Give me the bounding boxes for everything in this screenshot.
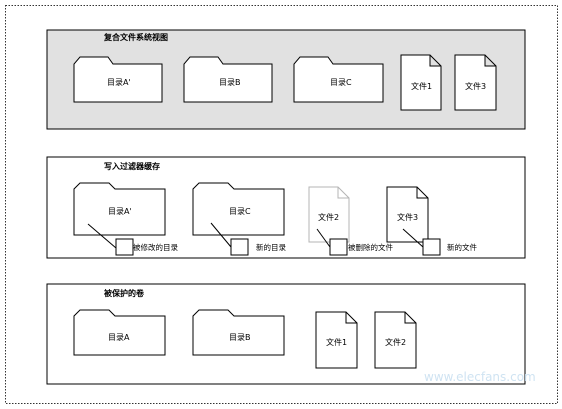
composite-panel-title: 复合文件系统视图 xyxy=(103,32,168,42)
folder-icon: 目录B xyxy=(183,56,273,103)
file-icon: 文件1 xyxy=(400,54,442,111)
watermark: www.elecfans.com xyxy=(424,370,536,384)
folder-label: 目录B xyxy=(219,78,241,87)
callout-modified-folder: 被修改的目录 xyxy=(87,223,178,256)
folder-icon: 目录C xyxy=(192,182,285,236)
folder-label: 目录A' xyxy=(107,78,131,87)
callout-label: 新的文件 xyxy=(447,242,477,252)
folder-icon: 目录A' xyxy=(73,56,163,103)
volume-panel-title: 被保护的卷 xyxy=(104,288,145,298)
callout-new-file: 新的文件 xyxy=(402,228,477,256)
file-icon: 文件3 xyxy=(454,54,497,111)
callout-label: 被删除的文件 xyxy=(348,242,393,252)
deleted-file-icon: 文件2 xyxy=(308,186,350,243)
file-label: 文件1 xyxy=(326,337,347,347)
file-label: 文件1 xyxy=(411,81,432,91)
cache-panel-title: 写入过滤器缓存 xyxy=(104,161,160,171)
file-icon: 文件1 xyxy=(315,311,358,369)
protected-volume-panel: 被保护的卷 目录A 目录B 文件1 文件2 xyxy=(46,283,526,385)
write-filter-cache-panel: 写入过滤器缓存 目录A' 目录C 文件2 文件3 被修改的目录 新的目录 xyxy=(46,156,526,259)
folder-label: 目录C xyxy=(330,78,352,87)
folder-icon: 目录A xyxy=(73,309,166,356)
callout-label: 被修改的目录 xyxy=(133,242,178,252)
composite-view-panel: 复合文件系统视图 目录A' 目录B 目录C 文件1 文件3 xyxy=(46,29,526,130)
folder-icon: 目录B xyxy=(192,309,285,356)
callout-label: 新的目录 xyxy=(256,242,286,252)
folder-label: 目录A' xyxy=(108,207,132,216)
file-icon: 文件3 xyxy=(386,186,429,243)
folder-label: 目录C xyxy=(229,207,251,216)
folder-label: 目录B xyxy=(229,333,251,342)
callout-deleted-file: 被删除的文件 xyxy=(316,228,393,256)
file-label: 文件2 xyxy=(318,212,339,222)
folder-icon: 目录A' xyxy=(73,182,166,236)
folder-label: 目录A xyxy=(108,333,130,342)
file-label: 文件2 xyxy=(385,337,406,347)
file-icon: 文件2 xyxy=(374,311,417,369)
callout-new-folder: 新的目录 xyxy=(210,222,286,256)
folder-icon: 目录C xyxy=(293,56,384,103)
file-label: 文件3 xyxy=(465,81,486,91)
file-label: 文件3 xyxy=(397,212,418,222)
